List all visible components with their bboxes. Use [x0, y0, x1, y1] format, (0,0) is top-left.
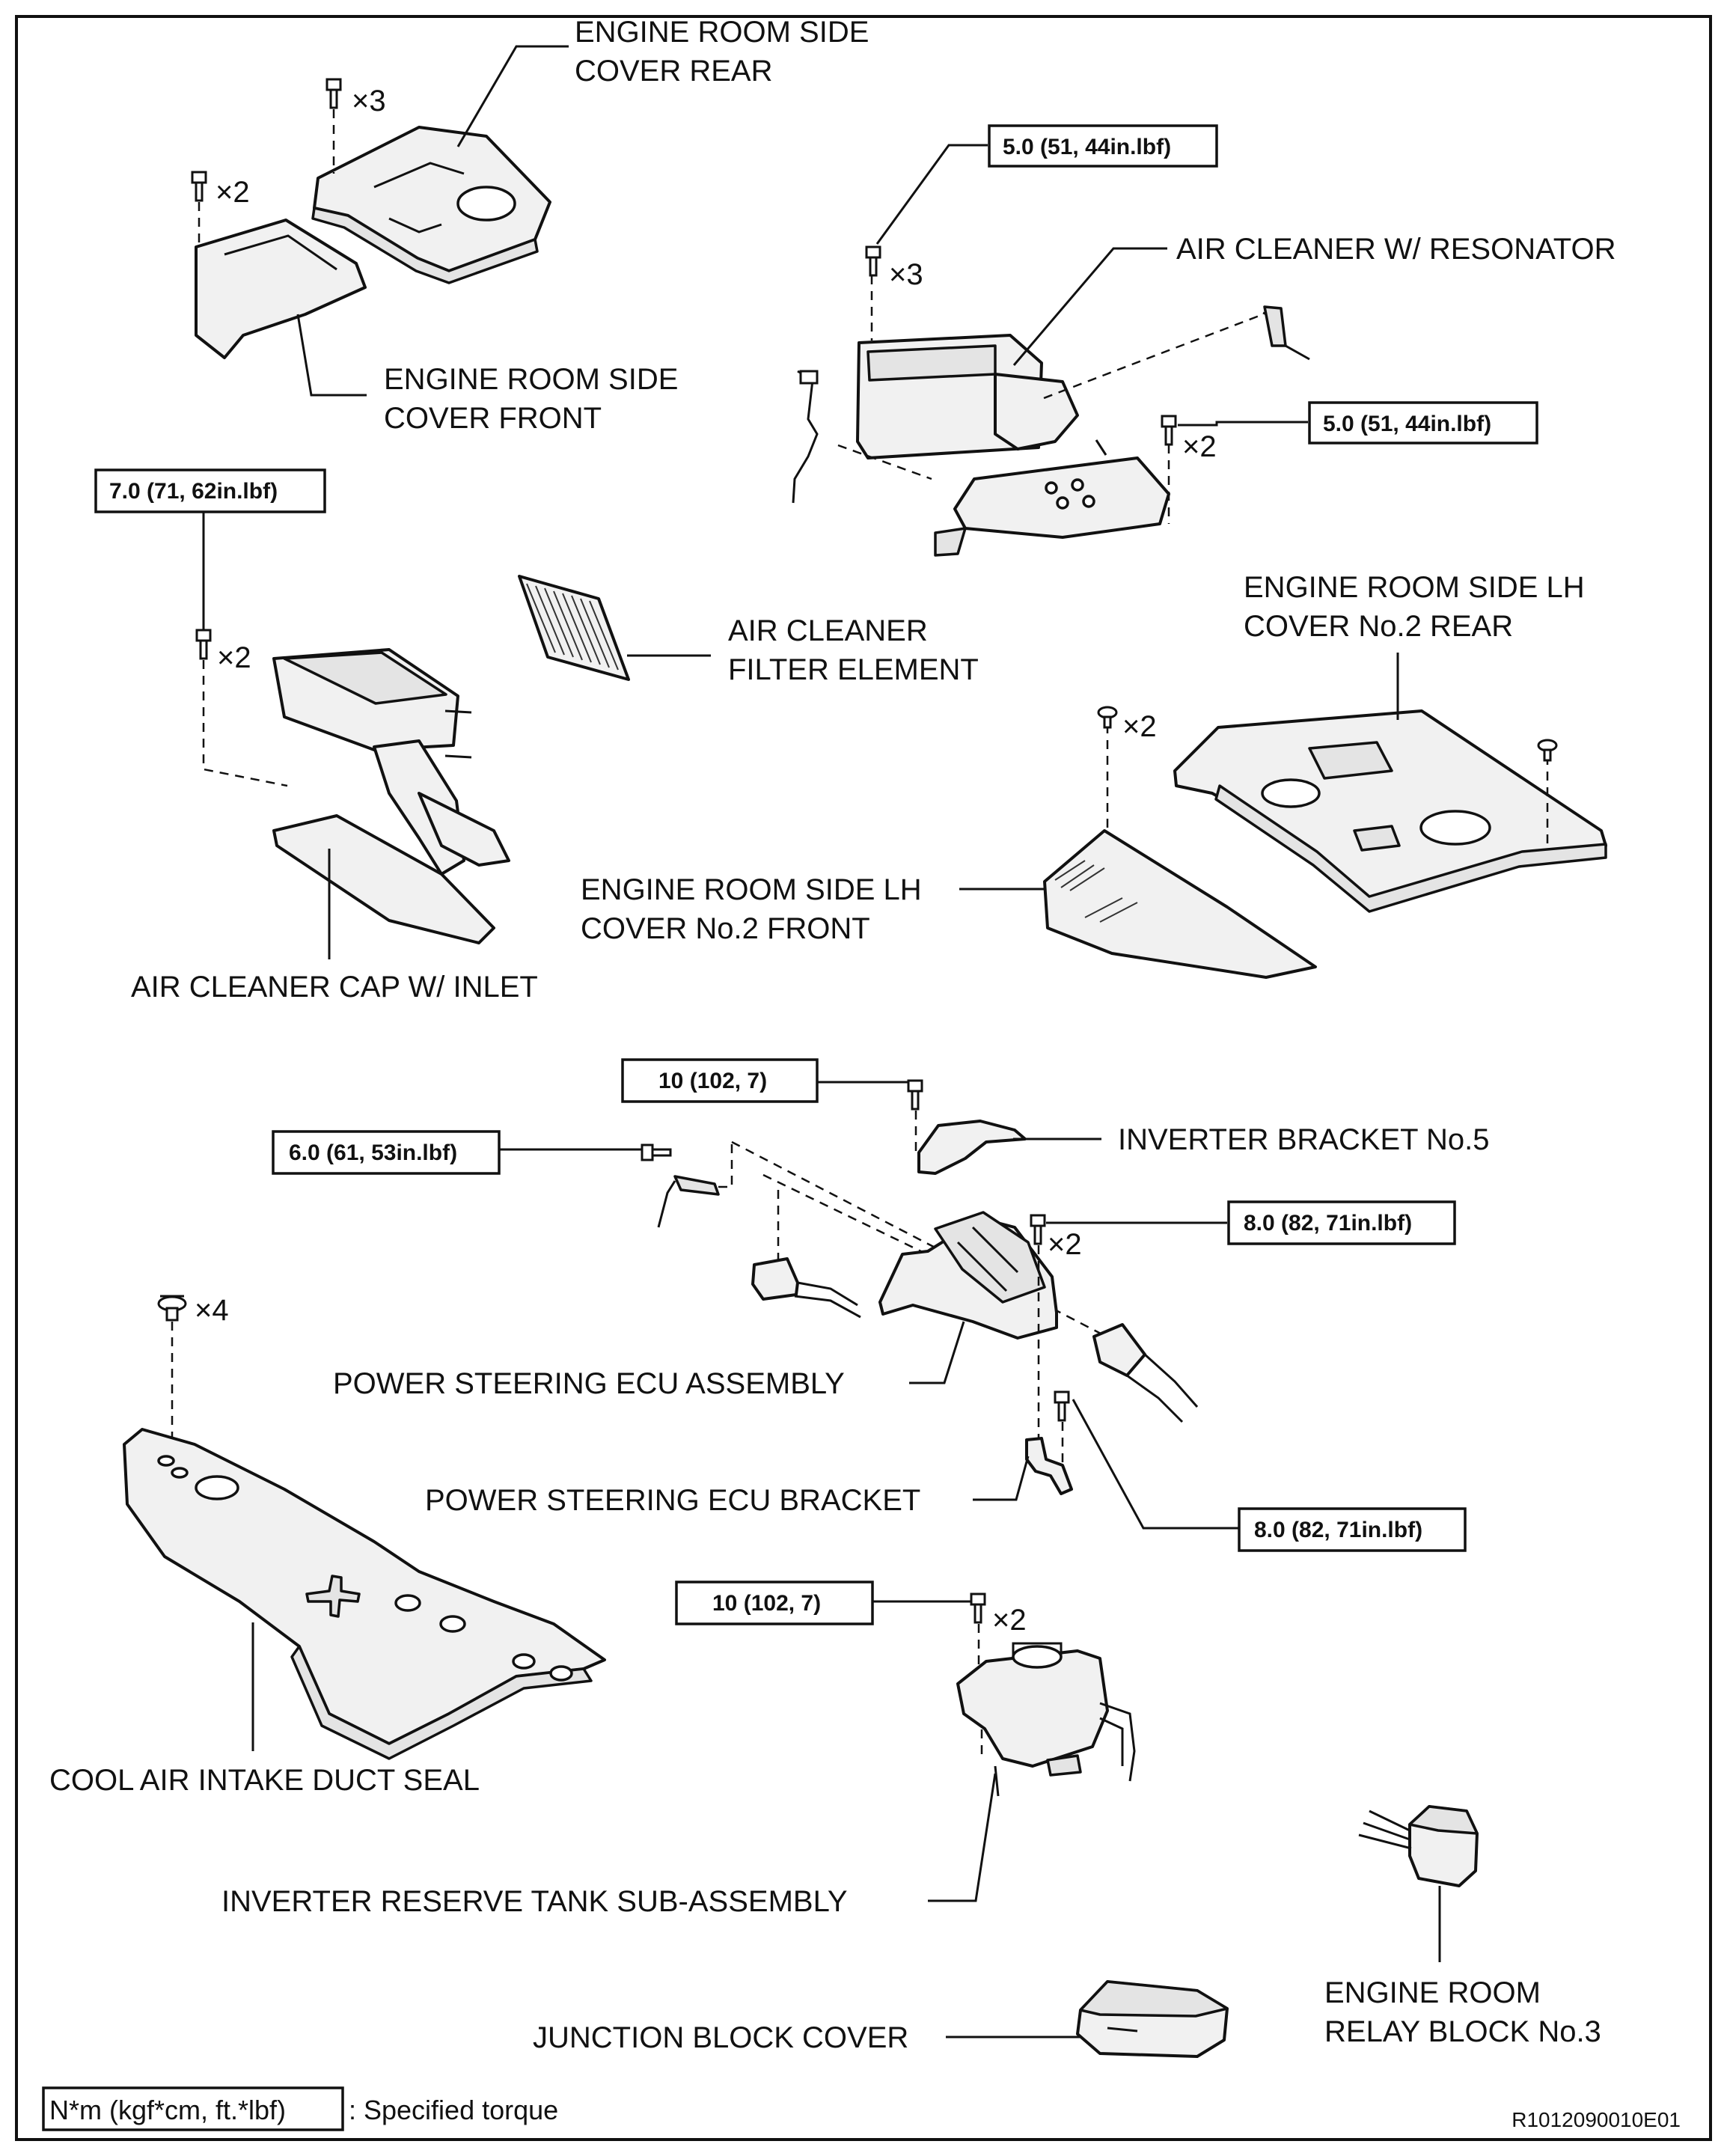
- label-engine-room-side-lh-cover-no2-rear-line1: ENGINE ROOM SIDE LH: [1244, 571, 1585, 604]
- diagram-frame: [15, 15, 1712, 2141]
- label-inverter-bracket-no5: INVERTER BRACKET No.5: [1118, 1123, 1489, 1156]
- inverter-bracket-no5: [917, 1120, 1027, 1175]
- label-air-cleaner-w-resonator: AIR CLEANER W/ RESONATOR: [1176, 233, 1616, 266]
- figure-id: R1012090010E01: [1511, 2108, 1681, 2131]
- label-engine-room-relay-block-no3-line1: ENGINE ROOM: [1324, 1976, 1541, 2009]
- bolt-icon: [325, 78, 342, 109]
- label-engine-room-side-lh-cover-no2-front-line2: COVER No.2 FRONT: [581, 912, 870, 945]
- torque-air-cleaner-side: 5.0 (51, 44in.lbf): [1323, 412, 1491, 436]
- label-inverter-reserve-tank-sub-assembly: INVERTER RESERVE TANK SUB-ASSEMBLY: [221, 1885, 848, 1918]
- qty-lh-cover-rear: ×2: [1122, 710, 1157, 743]
- label-air-cleaner-cap-w-inlet: AIR CLEANER CAP W/ INLET: [131, 971, 538, 1004]
- torque-box-reserve-tank: [675, 1581, 874, 1625]
- label-engine-room-side-cover-front-line1: ENGINE ROOM SIDE: [384, 363, 678, 396]
- engine-room-side-lh-cover-no2-rear: [1173, 709, 1607, 913]
- label-air-cleaner-filter-element-line1: AIR CLEANER: [728, 614, 928, 647]
- torque-box-air-cleaner-side: [1308, 401, 1538, 445]
- engine-room-side-cover-rear: [311, 126, 551, 284]
- label-engine-room-side-cover-rear-line2: COVER REAR: [575, 55, 773, 88]
- air-cleaner-w-resonator: [792, 305, 1310, 557]
- label-engine-room-side-lh-cover-no2-front-line1: ENGINE ROOM SIDE LH: [581, 873, 922, 906]
- qty-ecu-assembly: ×2: [1048, 1228, 1082, 1261]
- bolt-icon: [641, 1143, 672, 1161]
- qty-cover-rear-top: ×3: [352, 85, 386, 117]
- bolt-icon: [1030, 1214, 1046, 1245]
- torque-air-cleaner-top: 5.0 (51, 44in.lbf): [1003, 135, 1171, 159]
- torque-cap-inlet: 7.0 (71, 62in.lbf): [109, 479, 278, 504]
- engine-room-relay-block-no3: [1358, 1805, 1479, 1887]
- qty-cap-inlet: ×2: [217, 641, 251, 674]
- torque-box-cap-inlet: [94, 468, 326, 513]
- label-engine-room-side-cover-rear-line1: ENGINE ROOM SIDE: [575, 16, 869, 49]
- label-junction-block-cover: JUNCTION BLOCK COVER: [533, 2021, 908, 2054]
- clip-icon: [157, 1295, 187, 1322]
- torque-ecu-connector: 6.0 (61, 53in.lbf): [289, 1140, 457, 1165]
- label-engine-room-relay-block-no3-line2: RELAY BLOCK No.3: [1324, 2015, 1601, 2048]
- ecu-connector-harness: [657, 1142, 733, 1228]
- torque-box-ecu-assembly: [1227, 1200, 1456, 1245]
- torque-inverter-bracket: 10 (102, 7): [658, 1069, 767, 1093]
- bolt-icon: [1054, 1390, 1070, 1422]
- torque-ecu-assembly: 8.0 (82, 71in.lbf): [1244, 1211, 1412, 1236]
- qty-cover-rear-left: ×2: [216, 176, 250, 209]
- bolt-icon: [907, 1079, 923, 1111]
- torque-reserve-tank: 10 (102, 7): [712, 1591, 821, 1616]
- legend-torque-unit: N*m (kgf*cm, ft.*lbf): [49, 2095, 286, 2125]
- ecu-output-connector: [1092, 1323, 1199, 1423]
- clip-icon: [1537, 739, 1558, 762]
- inverter-reserve-tank-sub-assembly: [956, 1642, 1136, 1797]
- cool-air-intake-duct-seal: [123, 1428, 606, 1760]
- label-air-cleaner-filter-element-line2: FILTER ELEMENT: [728, 653, 979, 686]
- ecu-connector-plug: [751, 1257, 861, 1319]
- bolt-icon: [970, 1592, 986, 1624]
- bolt-icon: [1161, 415, 1177, 446]
- torque-box-ecu-connector: [272, 1130, 501, 1175]
- label-engine-room-side-cover-front-line2: COVER FRONT: [384, 402, 602, 435]
- label-engine-room-side-lh-cover-no2-rear-line2: COVER No.2 REAR: [1244, 610, 1513, 643]
- qty-air-cleaner-side: ×2: [1182, 430, 1217, 463]
- legend-specified-torque: : Specified torque: [349, 2095, 558, 2125]
- air-cleaner-filter-element: [518, 575, 630, 681]
- junction-block-cover: [1076, 1980, 1229, 2058]
- torque-ecu-bracket: 8.0 (82, 71in.lbf): [1254, 1518, 1422, 1542]
- engine-room-side-cover-front: [195, 219, 367, 359]
- engine-room-side-lh-cover-no2-front: [1043, 829, 1317, 979]
- qty-duct-seal: ×4: [195, 1294, 229, 1327]
- bolt-icon: [191, 171, 207, 202]
- torque-box-air-cleaner-top: [988, 124, 1218, 168]
- label-power-steering-ecu-bracket: POWER STEERING ECU BRACKET: [425, 1484, 920, 1517]
- clip-icon: [1097, 706, 1118, 729]
- legend-torque-box: [42, 2086, 344, 2131]
- qty-reserve-tank: ×2: [992, 1604, 1027, 1637]
- air-cleaner-cap-w-inlet: [272, 648, 510, 944]
- power-steering-ecu-bracket: [1025, 1437, 1073, 1495]
- label-cool-air-intake-duct-seal: COOL AIR INTAKE DUCT SEAL: [49, 1764, 480, 1797]
- torque-box-inverter-bracket: [621, 1058, 819, 1103]
- bolt-icon: [195, 629, 212, 660]
- power-steering-ecu-assembly: [878, 1211, 1058, 1340]
- qty-air-cleaner-top: ×3: [889, 258, 923, 291]
- bolt-icon: [865, 245, 881, 277]
- torque-box-ecu-bracket: [1238, 1507, 1467, 1552]
- label-power-steering-ecu-assembly: POWER STEERING ECU ASSEMBLY: [333, 1367, 845, 1400]
